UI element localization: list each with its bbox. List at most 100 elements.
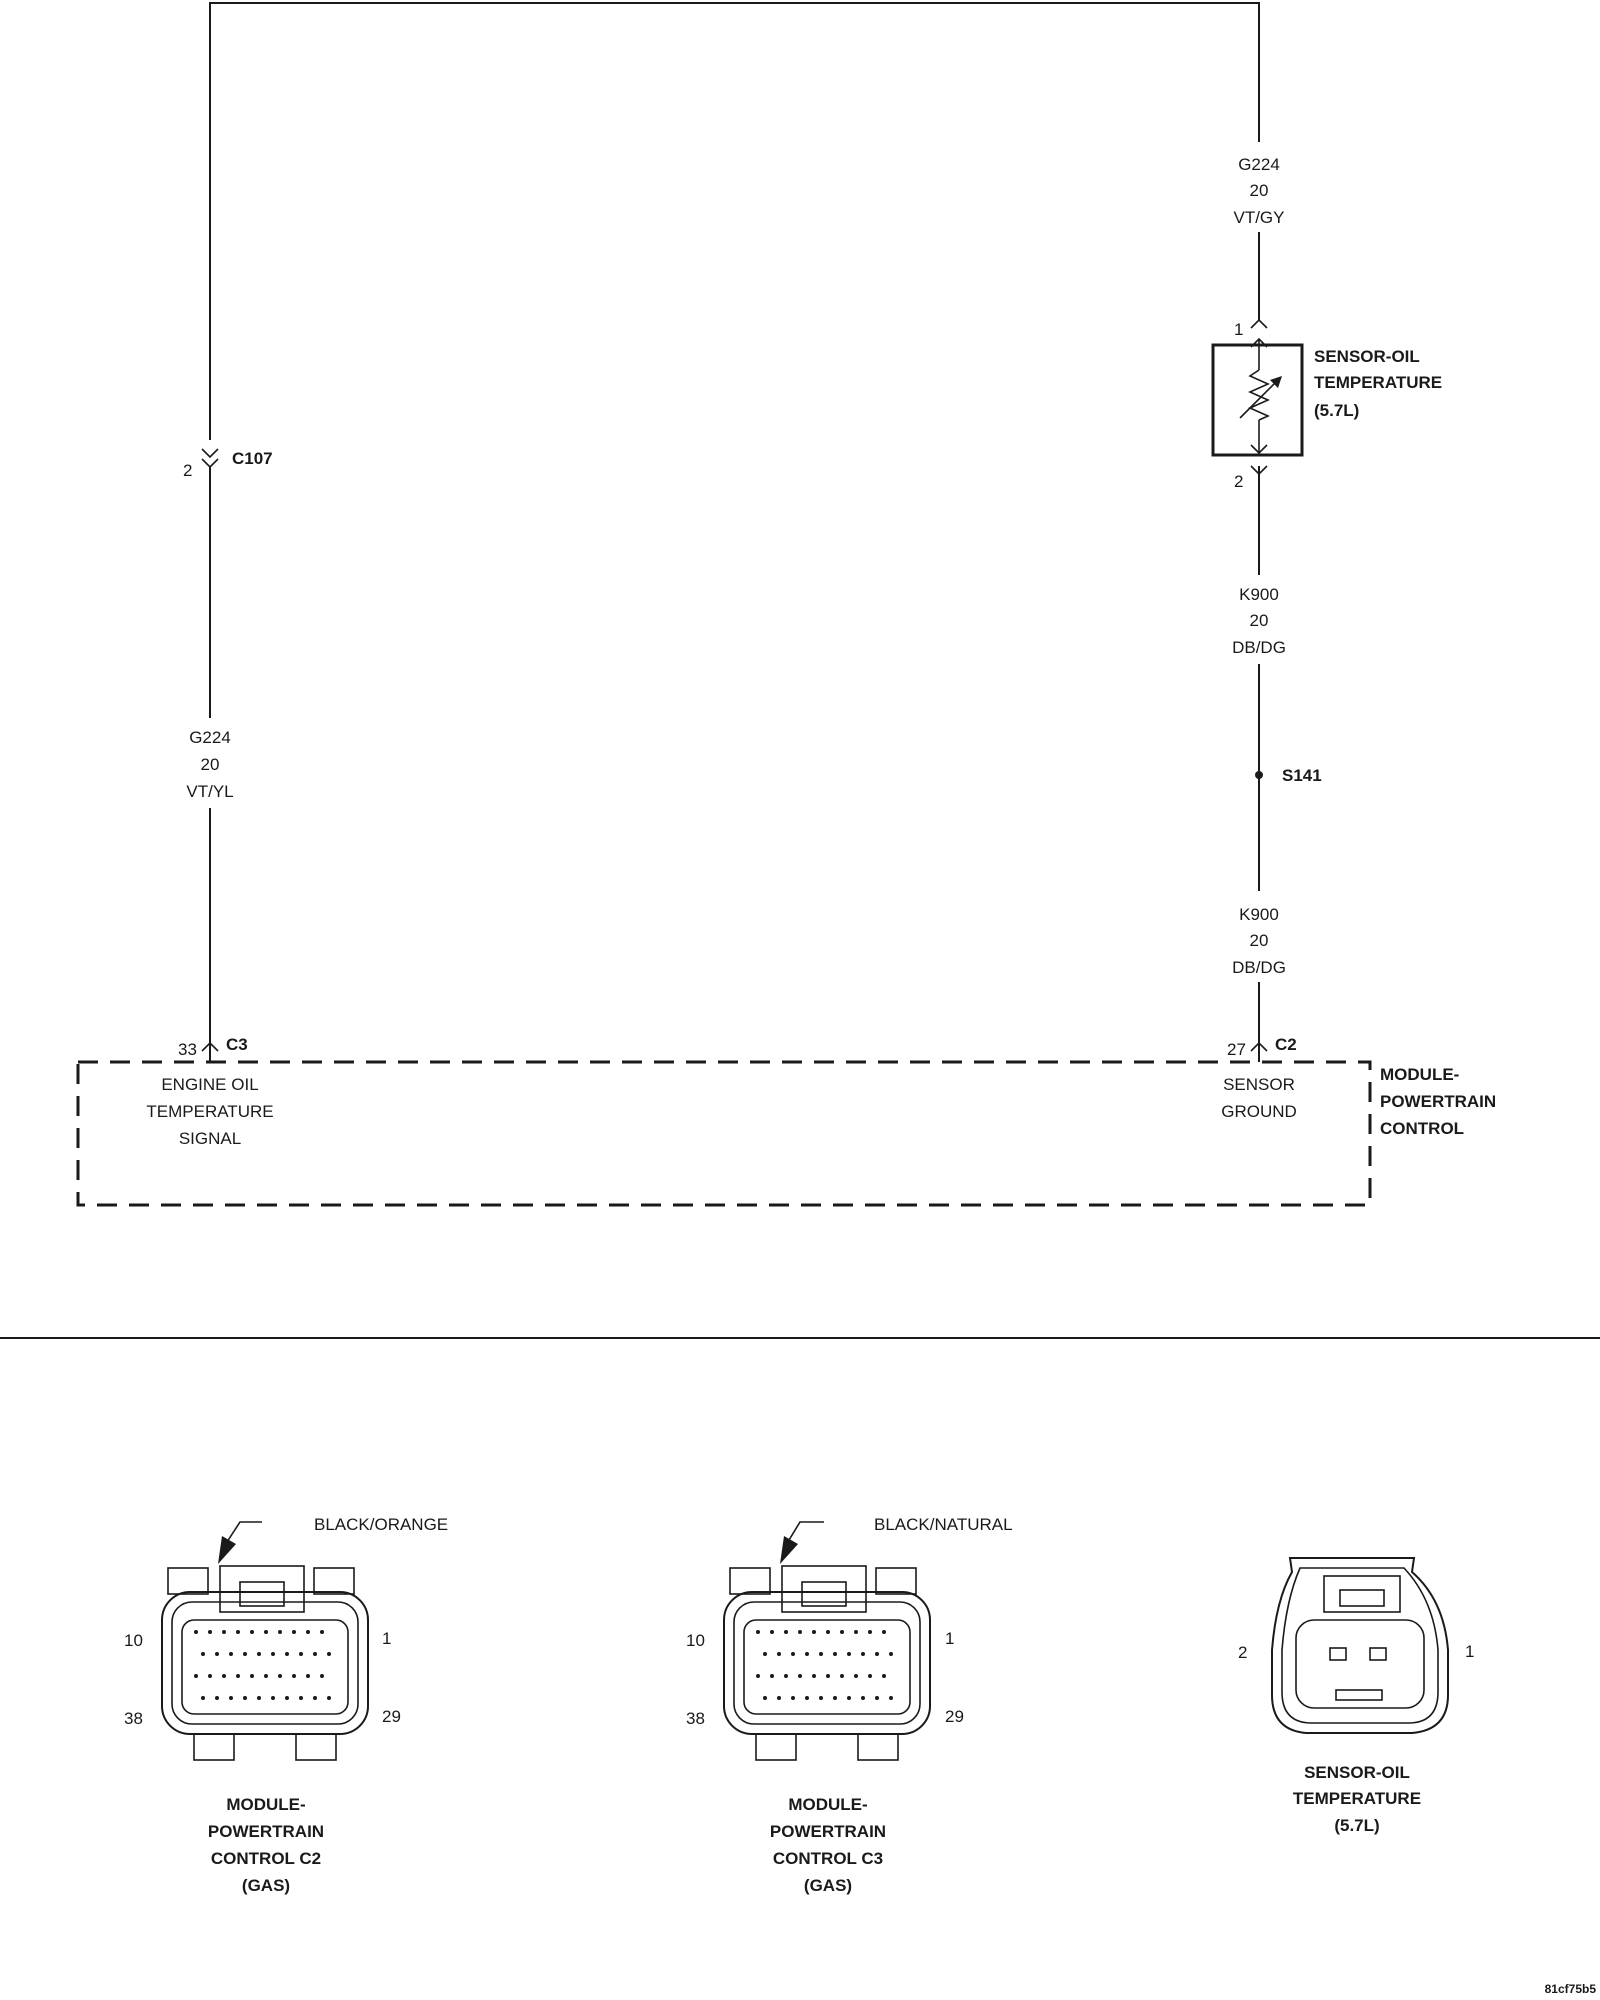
- c2-label: C2: [1275, 1035, 1297, 1054]
- pin-cavity-dot: [791, 1696, 795, 1700]
- pin-cavity-dot: [882, 1674, 886, 1678]
- pin-cavity-dot: [812, 1630, 816, 1634]
- sensor-label-line2: TEMPERATURE: [1314, 373, 1442, 392]
- wire-color: DB/DG: [1232, 638, 1286, 657]
- wire-color: DB/DG: [1232, 958, 1286, 977]
- module-func-left-2: TEMPERATURE: [146, 1102, 273, 1121]
- pin-cavity-dot: [327, 1652, 331, 1656]
- color-tag-arrowhead-icon: [218, 1536, 236, 1564]
- c2-color-tag: BLACK/ORANGE: [314, 1515, 448, 1534]
- sensor-housing-outer: [1271, 1557, 1449, 1734]
- c2-pin-number: 27: [1227, 1040, 1246, 1059]
- pin-cavity-dot: [854, 1630, 858, 1634]
- c3-foot-left: [755, 1733, 797, 1761]
- module-func-right-2: GROUND: [1221, 1102, 1297, 1121]
- c3-lock-tab: [781, 1565, 867, 1613]
- pin-cavity-dot: [798, 1674, 802, 1678]
- pin-cavity-dot: [756, 1674, 760, 1678]
- splice-label: S141: [1282, 766, 1322, 785]
- c2-caption-2: POWERTRAIN: [208, 1822, 324, 1841]
- c107-pin-number: 2: [183, 461, 192, 480]
- pin-cavity-dot: [784, 1674, 788, 1678]
- c2-pin-bottom-right: 29: [382, 1707, 401, 1726]
- pin-cavity-dot: [215, 1652, 219, 1656]
- pin-cavity-dot: [236, 1630, 240, 1634]
- pin-cavity-dot: [889, 1696, 893, 1700]
- color-tag-leader: [785, 1521, 824, 1546]
- c3-pin-number: 33: [178, 1040, 197, 1059]
- pin-cavity-dot: [257, 1652, 261, 1656]
- sensor-pin1-number: 1: [1234, 320, 1243, 339]
- sensor-terminal-2: [1329, 1647, 1347, 1661]
- c3-caption-2: POWERTRAIN: [770, 1822, 886, 1841]
- top-loop-wire: [209, 2, 1260, 440]
- c2-latch-left: [167, 1567, 209, 1595]
- connector-view-c3: BLACK/NATURAL 10 1 38 29 MODULE- POWERTR…: [686, 1515, 1013, 1895]
- pin-cavity-dot: [763, 1652, 767, 1656]
- c2-housing-inner: [171, 1601, 359, 1725]
- sensor-lock-tab: [1323, 1575, 1401, 1613]
- module-dashed-outline: [76, 1060, 1372, 1207]
- pin-cavity-dot: [313, 1652, 317, 1656]
- pin-cavity-dot: [208, 1630, 212, 1634]
- pin-cavity-dot: [882, 1630, 886, 1634]
- c2-pin-grid: [194, 1630, 331, 1700]
- pin-cavity-dot: [243, 1696, 247, 1700]
- pin-cavity-dot: [271, 1696, 275, 1700]
- pin-cavity-dot: [201, 1652, 205, 1656]
- sensor-body: [1211, 343, 1304, 457]
- module-func-left-3: SIGNAL: [179, 1129, 241, 1148]
- pin-cavity-dot: [777, 1696, 781, 1700]
- wire-label-right-upper: K900 20 DB/DG: [1232, 585, 1286, 657]
- pin-cavity-dot: [833, 1696, 837, 1700]
- sensor-terminal-1: [1369, 1647, 1387, 1661]
- wire-color: VT/YL: [186, 782, 233, 801]
- module-powertrain-control: ENGINE OIL TEMPERATURE SIGNAL SENSOR GRO…: [76, 1060, 1496, 1207]
- c107-female-chevron-icon: [201, 458, 219, 469]
- pin-cavity-dot: [840, 1674, 844, 1678]
- wire-label-top-right: G224 20 VT/GY: [1233, 155, 1284, 227]
- c2-pin-top-left: 10: [124, 1631, 143, 1650]
- pin-cavity-dot: [320, 1630, 324, 1634]
- pin-cavity-dot: [264, 1674, 268, 1678]
- wire-label-gap-upper: [1240, 575, 1280, 665]
- splice-dot-icon: [1255, 771, 1263, 779]
- resistor-zigzag-icon: [1248, 369, 1270, 421]
- wire-circuit: G224: [1238, 155, 1280, 174]
- pin-cavity-dot: [236, 1674, 240, 1678]
- pin-cavity-dot: [229, 1696, 233, 1700]
- c107-connector: 2 C107: [183, 448, 273, 480]
- pin-cavity-dot: [292, 1630, 296, 1634]
- pin-cavity-dot: [313, 1696, 317, 1700]
- wire-label-right-lower: K900 20 DB/DG: [1232, 905, 1286, 977]
- pin-cavity-dot: [306, 1630, 310, 1634]
- splice-s141: S141: [1255, 664, 1322, 891]
- c2-caption-1: MODULE-: [226, 1795, 305, 1814]
- c2-caption-3: CONTROL C2: [211, 1849, 321, 1868]
- pin-cavity-dot: [854, 1674, 858, 1678]
- module-label-line3: CONTROL: [1380, 1119, 1464, 1138]
- c3-pin-top-right: 1: [945, 1629, 954, 1648]
- pin-cavity-dot: [264, 1630, 268, 1634]
- pin-cavity-dot: [756, 1630, 760, 1634]
- module-func-right-1: SENSOR: [1223, 1075, 1295, 1094]
- module-label-line2: POWERTRAIN: [1380, 1092, 1496, 1111]
- pin-cavity-dot: [889, 1652, 893, 1656]
- pin-cavity-dot: [819, 1652, 823, 1656]
- sensor-key: [1335, 1689, 1383, 1701]
- module-label-line1: MODULE-: [1380, 1065, 1459, 1084]
- pin-cavity-dot: [250, 1630, 254, 1634]
- wire-circuit: K900: [1239, 585, 1279, 604]
- pin-cavity-dot: [285, 1652, 289, 1656]
- wire-gauge: 20: [201, 755, 220, 774]
- sensor-caption-1: SENSOR-OIL: [1304, 1763, 1410, 1782]
- color-tag-arrowhead-icon: [780, 1536, 798, 1564]
- pin-cavity-dot: [278, 1674, 282, 1678]
- pin-cavity-dot: [250, 1674, 254, 1678]
- c2-connector: 27 C2: [1227, 1035, 1297, 1062]
- pin-cavity-dot: [833, 1652, 837, 1656]
- pin-cavity-dot: [875, 1696, 879, 1700]
- pin-cavity-dot: [847, 1652, 851, 1656]
- pin-cavity-dot: [770, 1630, 774, 1634]
- c3-latch-right: [875, 1567, 917, 1595]
